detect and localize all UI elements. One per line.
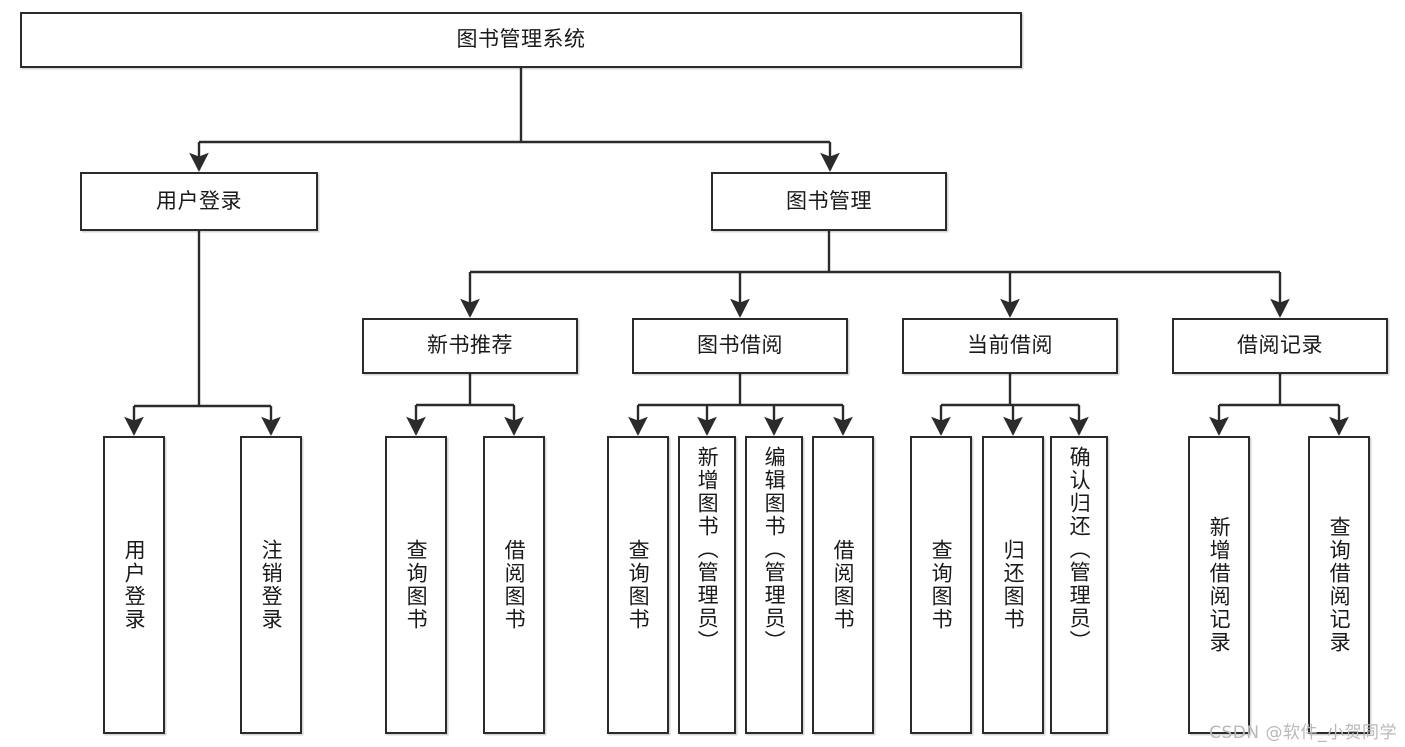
leaf-user-login-label: 用户登录 (122, 539, 147, 631)
leaf-confirm-return-admin[interactable]: 确认归还（管理员） (1050, 436, 1108, 734)
leaf-query-book[interactable]: 查询图书 (607, 436, 669, 734)
node-user-login[interactable]: 用户登录 (80, 172, 318, 231)
node-book-management[interactable]: 图书管理 (711, 172, 947, 231)
leaf-add-book-admin-label: 新增图书（管理员） (695, 446, 720, 653)
node-book-borrow-label: 图书借阅 (697, 333, 783, 358)
node-current-borrow-label: 当前借阅 (967, 333, 1053, 358)
node-root-label: 图书管理系统 (456, 27, 586, 52)
leaf-borrow-book-label: 借阅图书 (831, 539, 856, 631)
watermark-text: CSDN @软件_小贺同学 (1209, 723, 1397, 743)
node-current-borrow[interactable]: 当前借阅 (902, 318, 1118, 374)
node-user-login-label: 用户登录 (156, 188, 242, 213)
leaf-query-book-label: 查询图书 (626, 539, 651, 631)
node-borrow-records[interactable]: 借阅记录 (1172, 318, 1388, 374)
leaf-edit-book-admin[interactable]: 编辑图书（管理员） (745, 436, 803, 734)
node-book-borrow[interactable]: 图书借阅 (632, 318, 848, 374)
leaf-edit-book-admin-label: 编辑图书（管理员） (762, 446, 787, 653)
leaf-borrow-book-recommend-label: 借阅图书 (502, 539, 527, 631)
leaf-logout-label: 注销登录 (259, 539, 284, 631)
leaf-borrow-book[interactable]: 借阅图书 (812, 436, 874, 734)
leaf-borrow-book-recommend[interactable]: 借阅图书 (483, 436, 545, 734)
leaf-logout[interactable]: 注销登录 (240, 436, 302, 734)
leaf-add-borrow-record-label: 新增借阅记录 (1207, 516, 1232, 654)
leaf-query-borrow-record-label: 查询借阅记录 (1327, 516, 1352, 654)
node-new-book-recommend-label: 新书推荐 (427, 333, 513, 358)
node-new-book-recommend[interactable]: 新书推荐 (362, 318, 578, 374)
leaf-query-book-current-label: 查询图书 (929, 539, 954, 631)
leaf-return-book-label: 归还图书 (1001, 539, 1026, 631)
node-book-management-label: 图书管理 (786, 188, 872, 213)
leaf-query-borrow-record[interactable]: 查询借阅记录 (1308, 436, 1370, 734)
leaf-query-book-current[interactable]: 查询图书 (910, 436, 972, 734)
leaf-add-borrow-record[interactable]: 新增借阅记录 (1188, 436, 1250, 734)
node-borrow-records-label: 借阅记录 (1237, 333, 1323, 358)
node-root[interactable]: 图书管理系统 (20, 12, 1022, 68)
leaf-return-book[interactable]: 归还图书 (982, 436, 1044, 734)
leaf-add-book-admin[interactable]: 新增图书（管理员） (678, 436, 736, 734)
leaf-user-login[interactable]: 用户登录 (103, 436, 165, 734)
leaf-query-book-recommend[interactable]: 查询图书 (385, 436, 447, 734)
leaf-query-book-recommend-label: 查询图书 (404, 539, 429, 631)
leaf-confirm-return-admin-label: 确认归还（管理员） (1067, 446, 1092, 653)
